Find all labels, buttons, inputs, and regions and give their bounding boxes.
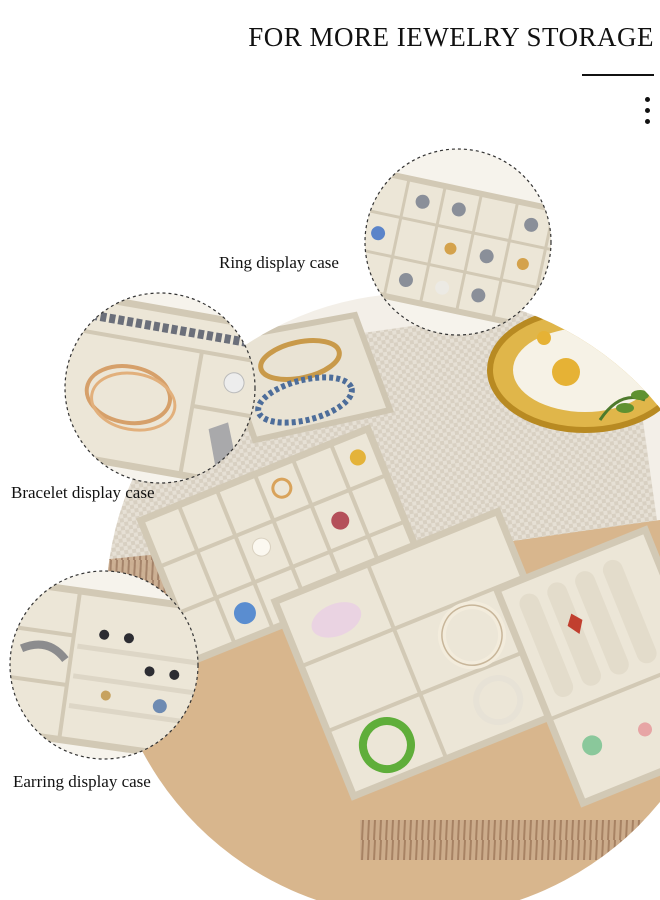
earring-display-inset — [9, 570, 199, 760]
page-title: FOR MORE IEWELRY STORAGE — [248, 22, 654, 52]
earring-display-label: Earring display case — [13, 772, 151, 791]
ring-display-label: Ring display case — [219, 253, 339, 272]
bracelet-display-label: Bracelet display case — [11, 483, 155, 502]
title-underline — [582, 74, 654, 76]
more-vertical-icon[interactable] — [644, 97, 652, 131]
bracelet-display-inset — [64, 292, 256, 484]
